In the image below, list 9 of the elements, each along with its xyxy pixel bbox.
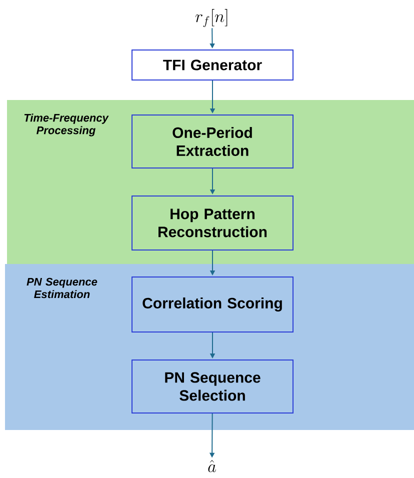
section-heading: Time-Frequency Processing: [24, 114, 109, 136]
process-box: TFI Generator: [132, 50, 294, 80]
signal-label: $\hat{a}$: [208, 460, 216, 472]
process-box: PN Sequence Selection: [132, 360, 294, 414]
process-box: One-Period Extraction: [132, 114, 294, 168]
section-heading: PN Sequence Estimation: [26, 278, 98, 298]
signal-label: $r_f[n]$: [196, 9, 228, 28]
process-box: Hop Pattern Reconstruction: [132, 196, 294, 250]
process-box: Correlation Scoring: [132, 276, 294, 332]
